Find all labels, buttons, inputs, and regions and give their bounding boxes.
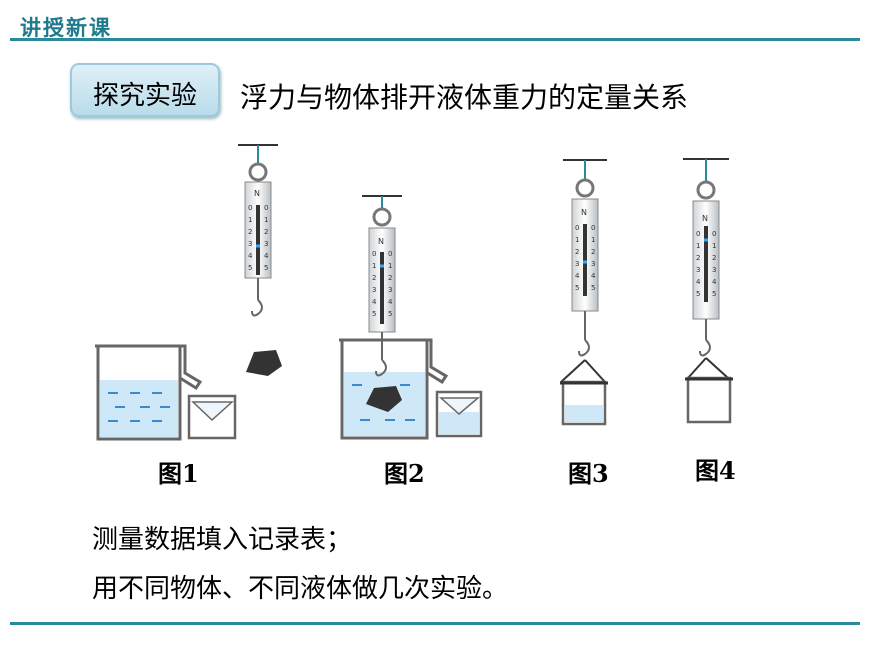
catch-beaker bbox=[187, 394, 237, 440]
scale-tick-number: 1 bbox=[248, 216, 252, 224]
scale-tick-number: 5 bbox=[712, 290, 716, 298]
scale-tick-number: 5 bbox=[575, 284, 579, 292]
instruction-line: 用不同物体、不同液体做几次实验。 bbox=[92, 574, 509, 604]
scale-unit-label: N bbox=[254, 189, 260, 198]
scale-tick-number: 3 bbox=[264, 240, 268, 248]
scale-tick-number: 4 bbox=[264, 252, 269, 260]
scale-tick-number: 4 bbox=[388, 298, 393, 306]
scale-unit-label: N bbox=[702, 214, 708, 223]
scale-tick-number: 2 bbox=[264, 228, 268, 236]
overflow-beaker bbox=[95, 344, 203, 441]
scale-tick-number: 3 bbox=[388, 286, 392, 294]
figure-caption: 图4 bbox=[695, 456, 736, 485]
scale-tick-number: 1 bbox=[264, 216, 268, 224]
scale-tick-number: 4 bbox=[591, 272, 596, 280]
scale-tick-number: 2 bbox=[575, 248, 579, 256]
figure-caption: 图3 bbox=[568, 459, 609, 488]
header-divider bbox=[10, 38, 860, 41]
scale-tick-number: 0 bbox=[264, 204, 268, 212]
scale-unit-label: N bbox=[581, 208, 587, 217]
figure-caption: 图1 bbox=[158, 459, 199, 488]
experiment-badge: 探究实验 bbox=[70, 63, 220, 117]
catch-beaker bbox=[435, 390, 483, 438]
footer-divider bbox=[10, 622, 860, 625]
scale-tick-number: 3 bbox=[696, 266, 700, 274]
scale-tick-number: 5 bbox=[264, 264, 268, 272]
scale-tick-number: 0 bbox=[248, 204, 252, 212]
scale-tick-number: 0 bbox=[696, 230, 700, 238]
scale-tick-number: 1 bbox=[696, 242, 700, 250]
scale-tick-number: 4 bbox=[575, 272, 580, 280]
scale-tick-number: 4 bbox=[712, 278, 717, 286]
figure-caption: 图2 bbox=[384, 459, 425, 488]
scale-tick-number: 3 bbox=[575, 260, 579, 268]
scale-tick-number: 3 bbox=[372, 286, 376, 294]
scale-tick-number: 4 bbox=[248, 252, 253, 260]
scale-tick-number: 2 bbox=[712, 254, 716, 262]
scale-tick-number: 2 bbox=[591, 248, 595, 256]
spring-scale bbox=[362, 195, 402, 377]
scale-tick-number: 5 bbox=[388, 310, 392, 318]
scale-tick-number: 3 bbox=[591, 260, 595, 268]
spring-scale bbox=[238, 144, 282, 376]
slide-heading: 浮力与物体排开液体重力的定量关系 bbox=[240, 81, 689, 114]
scale-tick-number: 4 bbox=[696, 278, 701, 286]
scale-tick-number: 1 bbox=[372, 262, 376, 270]
scale-tick-number: 1 bbox=[575, 236, 579, 244]
experiment-badge-label: 探究实验 bbox=[92, 81, 197, 111]
hanging-bucket bbox=[685, 357, 733, 424]
scale-tick-number: 3 bbox=[248, 240, 252, 248]
instruction-line: 测量数据填入记录表； bbox=[92, 525, 353, 555]
scale-unit-label: N bbox=[378, 237, 384, 246]
scale-tick-number: 1 bbox=[712, 242, 716, 250]
spring-scale bbox=[563, 159, 607, 357]
scale-tick-number: 5 bbox=[696, 290, 700, 298]
scale-tick-number: 2 bbox=[372, 274, 376, 282]
section-header: 讲授新课 bbox=[20, 16, 112, 40]
scale-tick-number: 2 bbox=[248, 228, 252, 236]
scale-tick-number: 0 bbox=[575, 224, 579, 232]
overflow-beaker bbox=[339, 338, 449, 440]
scale-tick-number: 0 bbox=[712, 230, 716, 238]
scale-tick-number: 5 bbox=[372, 310, 376, 318]
spring-scale bbox=[683, 158, 729, 357]
scale-tick-number: 2 bbox=[696, 254, 700, 262]
scale-tick-number: 3 bbox=[712, 266, 716, 274]
scale-tick-number: 4 bbox=[372, 298, 377, 306]
scale-tick-number: 5 bbox=[248, 264, 252, 272]
scale-tick-number: 0 bbox=[591, 224, 595, 232]
scale-tick-number: 0 bbox=[388, 250, 392, 258]
scale-tick-number: 0 bbox=[372, 250, 376, 258]
scale-tick-number: 1 bbox=[591, 236, 595, 244]
scale-tick-number: 5 bbox=[591, 284, 595, 292]
scale-tick-number: 2 bbox=[388, 274, 392, 282]
hanging-bucket bbox=[560, 359, 608, 426]
scale-tick-number: 1 bbox=[388, 262, 392, 270]
